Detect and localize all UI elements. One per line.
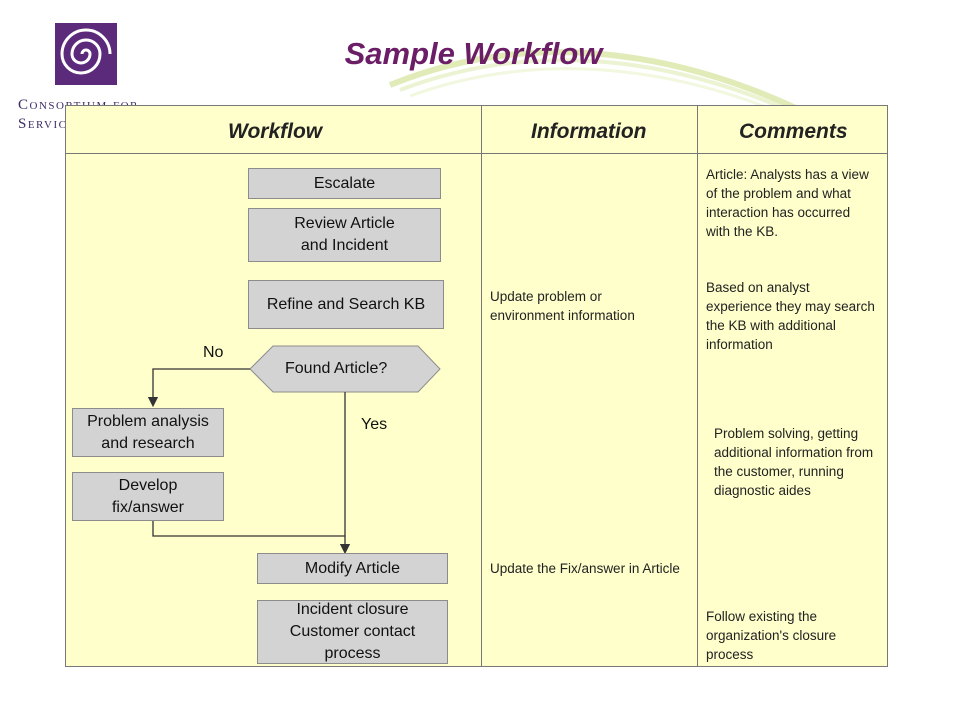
header-information: Information [531,120,647,143]
information-column [481,105,698,667]
comment-article: Article: Analysts has a view of the prob… [706,167,869,239]
problem-analysis-box: Problem analysis and research [72,408,224,457]
yes-label: Yes [361,416,388,433]
review-article-box: Review Article and Incident [248,208,441,262]
refine-search-box: Refine and Search KB [248,280,444,329]
decision-label: Found Article? [285,360,388,377]
no-label: No [203,344,224,361]
escalate-box: Escalate [248,168,441,199]
comment-solving: Problem solving, getting additional info… [714,426,874,498]
comment-closure: Follow existing the organization's closu… [706,609,837,662]
info-update-fix: Update the Fix/answer in Article [490,561,680,576]
header-workflow: Workflow [228,120,323,143]
comments-column [697,105,888,667]
logo-line-2: Service [18,116,76,132]
incident-closure-box: Incident closure Customer contact proces… [257,600,448,664]
comment-experience: Based on analyst experience they may sea… [706,280,875,352]
modify-article-box: Modify Article [257,553,448,584]
decorative-swoosh [388,49,821,132]
header-comments: Comments [739,120,848,143]
develop-fix-box: Develop fix/answer [72,472,224,521]
page-title: Sample Workflow [344,36,603,71]
info-update-problem: Update problem or environment informatio… [490,289,635,323]
consortium-logo-icon [55,23,117,85]
header-divider [65,153,888,154]
